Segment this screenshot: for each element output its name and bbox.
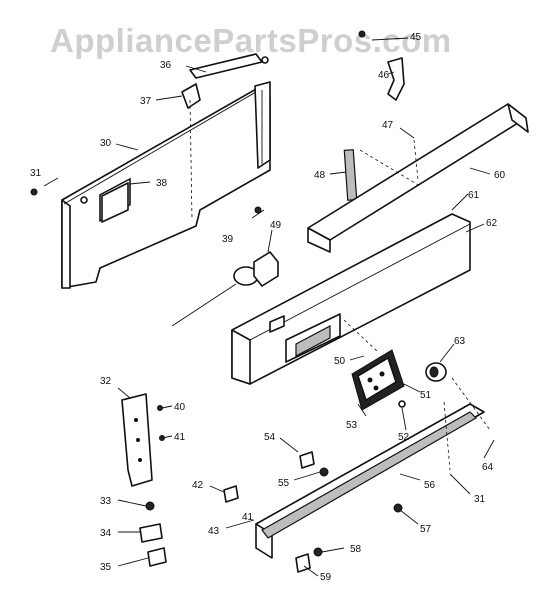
callout-58: 58 (350, 544, 362, 555)
callout-62: 62 (486, 218, 498, 229)
callout-64: 64 (482, 462, 494, 473)
clip-34[interactable] (139, 523, 163, 543)
callout-53: 53 (346, 420, 358, 431)
callout-52: 52 (398, 432, 410, 443)
callout-31-bottom: 31 (474, 494, 486, 505)
screw-33[interactable] (145, 501, 155, 511)
watermark-text: AppliancePartsPros.com (50, 22, 452, 59)
callout-49: 49 (270, 220, 282, 231)
screw-52[interactable] (398, 400, 406, 408)
callout-36: 36 (160, 60, 172, 71)
callout-31-top: 31 (30, 168, 42, 179)
part-54[interactable] (299, 451, 315, 469)
side-bracket[interactable] (121, 393, 153, 487)
timer-knob[interactable] (425, 362, 447, 382)
callout-35: 35 (100, 562, 112, 573)
callout-37: 37 (140, 96, 152, 107)
callout-39: 39 (222, 234, 234, 245)
callout-46: 46 (378, 70, 390, 81)
callout-56: 56 (424, 480, 436, 491)
callout-41-right: 41 (242, 512, 254, 523)
callout-40: 40 (174, 402, 186, 413)
bottom-rail[interactable] (255, 403, 485, 559)
callout-labels: 36 37 30 31 38 39 45 46 47 48 60 61 62 4… (30, 32, 506, 583)
panel-window[interactable] (101, 182, 129, 223)
callout-32: 32 (100, 376, 112, 387)
leader-lines (43, 37, 495, 577)
callout-50: 50 (334, 356, 346, 367)
callout-54: 54 (264, 432, 276, 443)
screw-40[interactable] (157, 405, 163, 411)
screw-31a[interactable] (30, 188, 38, 196)
top-bracket[interactable] (181, 53, 269, 109)
knob-assembly[interactable] (171, 251, 279, 327)
callout-60: 60 (494, 170, 506, 181)
callout-43: 43 (208, 526, 220, 537)
callout-47: 47 (382, 120, 394, 131)
callout-59: 59 (320, 572, 332, 583)
hinge-piece[interactable] (358, 30, 405, 101)
clock-module[interactable] (351, 349, 405, 411)
clip-35[interactable] (147, 547, 167, 567)
callout-51: 51 (420, 390, 432, 401)
callout-61: 61 (468, 190, 480, 201)
callout-41-left: 41 (174, 432, 186, 443)
callout-55: 55 (278, 478, 290, 489)
screw-39[interactable] (254, 206, 262, 214)
support-rod[interactable] (343, 149, 358, 201)
part-42[interactable] (223, 485, 239, 503)
nut-55[interactable] (319, 467, 329, 477)
callout-38: 38 (156, 178, 168, 189)
nut-58[interactable] (313, 547, 323, 557)
callout-42: 42 (192, 480, 204, 491)
control-panel[interactable] (231, 213, 471, 385)
callout-48: 48 (314, 170, 326, 181)
callout-33: 33 (100, 496, 112, 507)
callout-57: 57 (420, 524, 432, 535)
callout-30: 30 (100, 138, 112, 149)
callout-63: 63 (454, 336, 466, 347)
callout-34: 34 (100, 528, 112, 539)
callout-45: 45 (410, 32, 422, 43)
